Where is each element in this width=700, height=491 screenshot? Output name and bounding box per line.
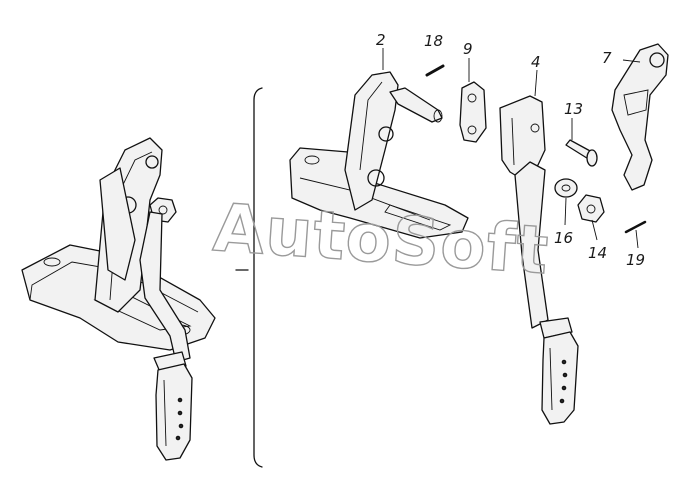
callout-14: 14 [588,244,607,262]
callout-7: 7 [602,49,612,67]
part-9-plate [459,81,487,143]
callout-9: 9 [463,40,473,58]
callout-16: 16 [554,229,573,247]
part-16-washer [554,178,578,198]
callout-2: 2 [376,31,386,49]
callout-labels: 2 18 9 4 7 13 16 14 19 [376,31,645,269]
part-4-lever [499,95,579,425]
part-2-bracket [289,71,469,239]
leader-lines [382,48,641,249]
part-13-bolt [565,139,598,167]
callout-13: 13 [564,100,583,118]
part-18-pin [425,64,445,77]
group-bracket [253,87,263,468]
part-14-nut [577,194,605,223]
callout-19: 19 [626,251,645,269]
callout-18: 18 [424,32,443,50]
part-19-cotter-pin [624,220,647,234]
callout-4: 4 [531,53,541,71]
assembled-lever-unit [21,137,216,461]
autosoft-watermark: AutoSoft [211,189,552,289]
part-7-pawl [611,43,669,191]
